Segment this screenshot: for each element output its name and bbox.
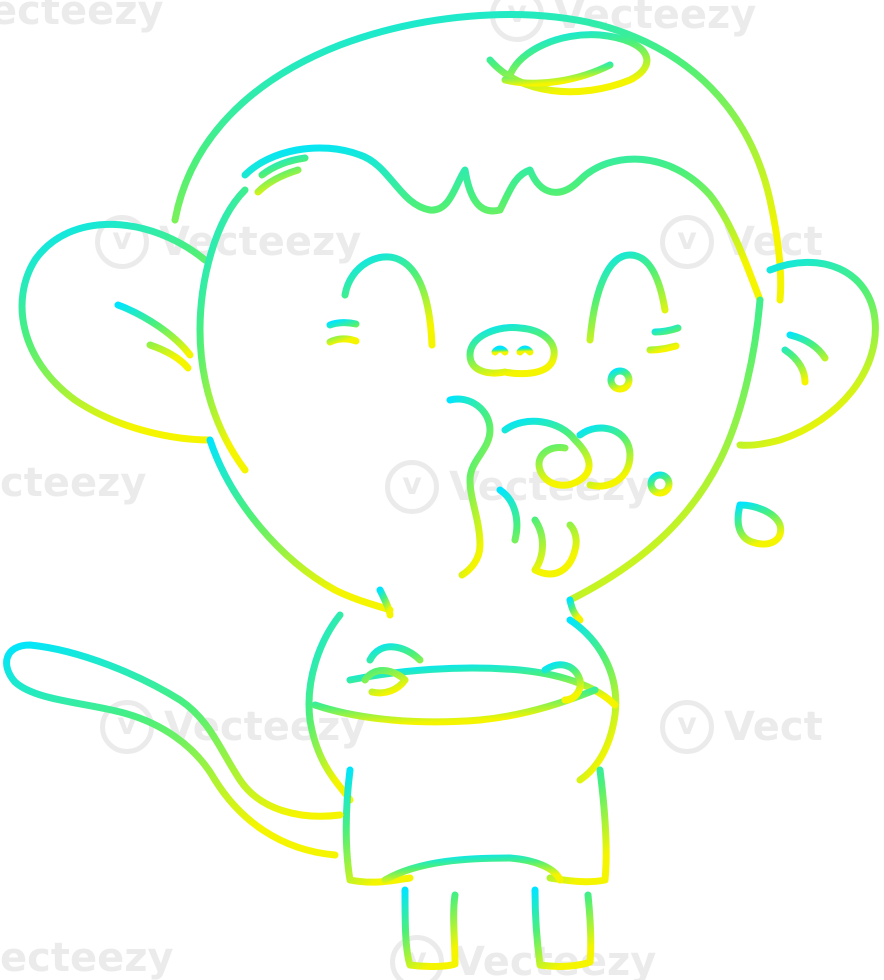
head-outline [171, 11, 785, 304]
mouth-chin [496, 486, 580, 578]
tail [3, 641, 344, 859]
mouth-outline [446, 395, 494, 579]
cheek-dot [607, 367, 633, 393]
left-hand-icon [361, 643, 424, 697]
left-ear-inner [114, 301, 194, 372]
cheek-dot [647, 471, 673, 497]
drool-drop-icon [734, 501, 785, 548]
leg-right [546, 766, 610, 886]
mouth-tongue [576, 424, 634, 490]
body-right [566, 616, 620, 784]
left-eye-icon [341, 253, 436, 349]
leg-left [342, 766, 414, 886]
right-eye-icon [586, 251, 669, 344]
arm-lower [311, 686, 599, 726]
foot-left [401, 886, 459, 971]
head-left-jaw [206, 436, 394, 614]
right-cheek [566, 296, 764, 604]
crotch-line [381, 854, 564, 884]
right-eye-lashes [646, 324, 682, 354]
left-ear [18, 220, 214, 444]
hair-curl [501, 61, 614, 87]
neck-left [376, 586, 394, 619]
mouth-lips [501, 417, 593, 489]
nostrils [491, 345, 534, 356]
hairline-strands [254, 154, 309, 196]
right-hand-icon [541, 661, 584, 704]
hair-tuft [486, 31, 651, 96]
foot-right [531, 886, 595, 970]
left-eye-lashes [326, 319, 360, 346]
nose-icon [466, 323, 558, 378]
face-hairline [241, 144, 764, 304]
face-left-side [196, 186, 249, 474]
right-ear-inner [781, 331, 829, 386]
body-left [305, 611, 354, 804]
right-ear [736, 258, 879, 449]
neck-right [566, 596, 584, 624]
